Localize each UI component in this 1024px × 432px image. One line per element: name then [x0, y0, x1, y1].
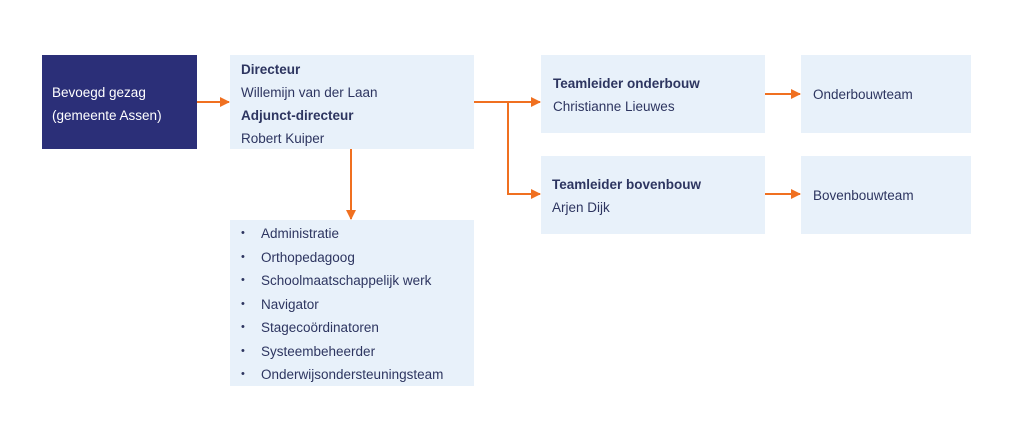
support-staff-item: Administratie: [240, 222, 474, 246]
upper-school-team-box: Bovenbouwteam: [801, 156, 971, 234]
support-staff-item: Systeembeheerder: [240, 340, 474, 364]
support-staff-item: Onderwijsondersteuningsteam: [240, 363, 474, 387]
authority-box: Bevoegd gezag (gemeente Assen): [42, 55, 197, 149]
direction-box: Directeur Willemijn van der Laan Adjunct…: [230, 55, 474, 149]
lower-school-lead-role: Teamleider onderbouw: [553, 76, 700, 91]
support-staff-list: Administratie Orthopedagoog Schoolmaatsc…: [240, 222, 474, 387]
upper-school-lead-name: Arjen Dijk: [552, 200, 610, 215]
support-staff-item: Schoolmaatschappelijk werk: [240, 269, 474, 293]
support-staff-box: Administratie Orthopedagoog Schoolmaatsc…: [230, 220, 474, 386]
arrow-direction-to-upper-lead: [507, 102, 541, 199]
lower-school-lead-name: Christianne Lieuwes: [553, 99, 675, 114]
lower-school-team-label: Onderbouwteam: [813, 87, 913, 102]
upper-school-team-label: Bovenbouwteam: [813, 188, 914, 203]
support-staff-item: Orthopedagoog: [240, 246, 474, 270]
authority-line-2: (gemeente Assen): [52, 108, 162, 123]
deputy-director-role: Adjunct-directeur: [241, 108, 354, 123]
support-staff-item: Stagecoördinatoren: [240, 316, 474, 340]
lower-school-team-box: Onderbouwteam: [801, 55, 971, 133]
upper-school-lead-role: Teamleider bovenbouw: [552, 177, 702, 192]
authority-line-1: Bevoegd gezag: [52, 85, 146, 100]
lower-school-lead-box: Teamleider onderbouw Christianne Lieuwes: [541, 55, 765, 133]
deputy-director-name: Robert Kuiper: [241, 131, 325, 146]
support-staff-item: Navigator: [240, 293, 474, 317]
director-name: Willemijn van der Laan: [241, 85, 378, 100]
upper-school-lead-box: Teamleider bovenbouw Arjen Dijk: [541, 156, 765, 234]
director-role: Directeur: [241, 62, 301, 77]
